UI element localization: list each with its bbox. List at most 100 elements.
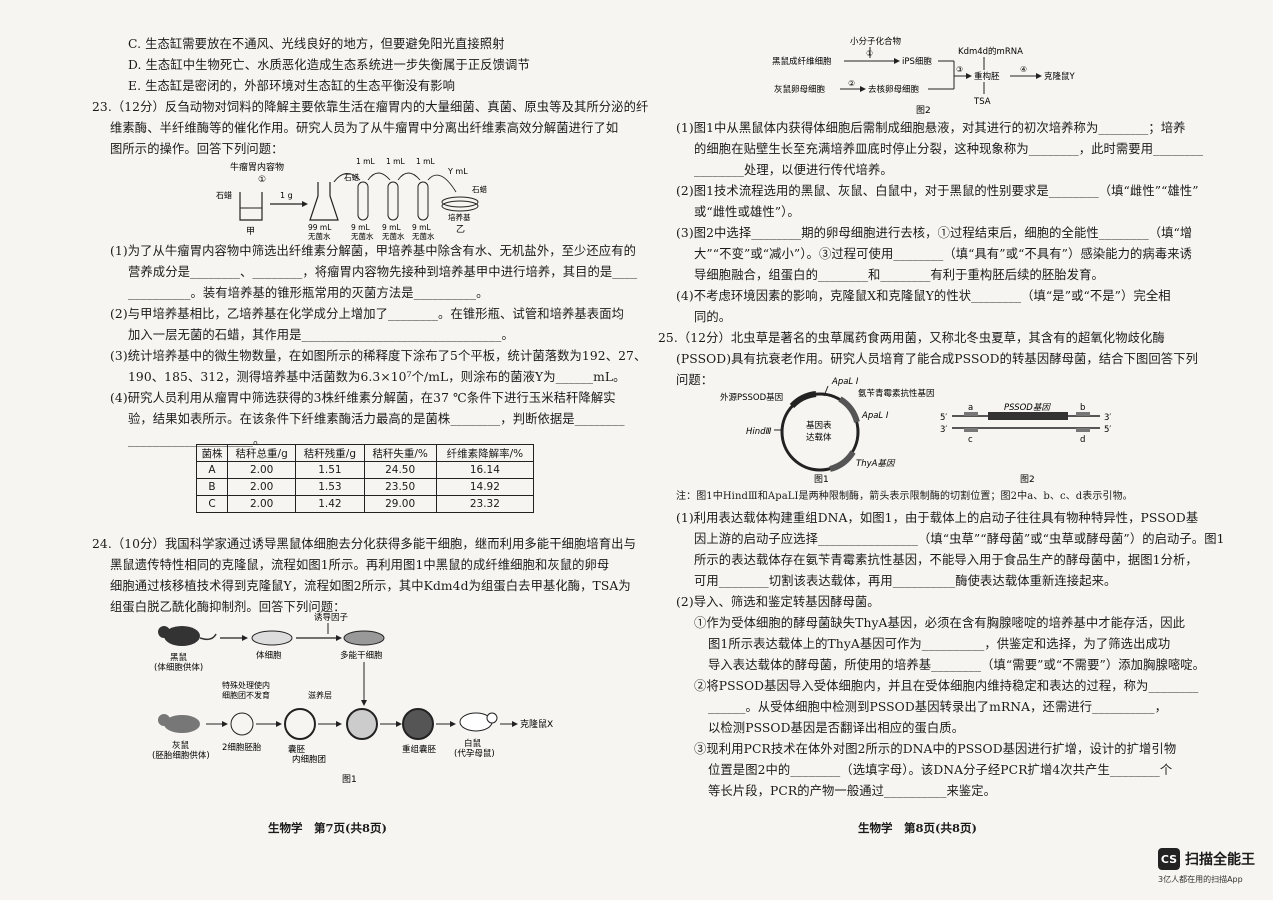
app-name: 扫描全能王 [1185, 852, 1255, 868]
pluripotent-dish-icon [343, 630, 385, 646]
fig23-sterile-4: 无菌水 [412, 231, 435, 240]
beaker-jia [239, 192, 263, 221]
table-cell: C [195, 495, 229, 513]
q23-sub4-2: 验，结果如表所示。在该条件下纤维素酶活力最高的是菌株________，判断依据是… [128, 412, 625, 426]
fig25-external-gene: 外源PSSOD基因 [720, 392, 783, 403]
camscanner-watermark: CS 扫描全能王 3亿人都在用的扫描App [1158, 848, 1255, 885]
white-mouse-icon [459, 712, 498, 732]
table-row: C 2.00 1.42 29.00 23.32 [195, 495, 535, 513]
left-page-footer: 生物学 第7页(共8页) [268, 821, 387, 835]
table-row: B 2.00 1.53 23.50 14.92 [195, 478, 535, 496]
q24-figure-1: 黑鼠 (体细胞供体) 体细胞 诱导因子 多能干细胞 灰鼠 (胚胎细胞供体) 特殊… [152, 612, 553, 785]
q23-stem-2: 维素酶、半纤维酶等的催化作用。研究人员为了从牛瘤胃中分离出纤维素高效分解菌进行了… [110, 121, 619, 135]
fig2-fibroblast: 黑鼠成纤维细胞 [772, 56, 832, 67]
fig2-clone-y: 克隆鼠Y [1044, 71, 1076, 82]
fig25-3p-bottom: 3′ [940, 425, 947, 435]
table-cell: 16.14 [435, 461, 535, 479]
q23-figure: 牛瘤胃内容物 ① 石蜡 甲 1 g 99 mL 无菌水 石蜡 1 mL 1 mL… [216, 157, 487, 240]
fig2-tsa: TSA [973, 97, 991, 107]
fig23-water9-1: 9 mL [351, 223, 370, 232]
fig24-clone-x: 克隆鼠X [520, 718, 553, 730]
fig25-vector-1: 基因表 [806, 420, 832, 431]
fig2-step3: ③ [956, 65, 963, 74]
fig23-one-g: 1 g [280, 191, 293, 200]
fig23-label-yi: 乙 [456, 224, 465, 235]
q25-figure-note: 注：图1中HindⅢ和ApaLⅠ是两种限制酶，箭头表示限制酶的切割位置；图2中a… [676, 491, 1133, 502]
fig25-caption-1: 图1 [814, 474, 829, 484]
table-cell: 23.32 [435, 495, 535, 513]
q23-sub4-3: ____________________。 [128, 433, 266, 447]
q24-sub2-2: 或“雌性或雄性”）。 [694, 205, 800, 219]
q25-stem-1: 25.（12分）北虫草是著名的虫草属药食两用菌，又称北冬虫夏草，其含有的超氧化物… [658, 331, 1165, 345]
option-d: D. 生态缸中生物死亡、水质恶化造成生态系统进一步失衡属于正反馈调节 [128, 58, 530, 72]
q25-sub2-2c: 以检测PSSOD基因是否翻译出相应的蛋白质。 [708, 721, 965, 735]
q25-sub2-2b: ______。从受体细胞中检测到PSSOD基因转录出了mRNA，还需进行____… [708, 700, 1168, 714]
q25-stem-2: (PSSOD)具有抗衰老作用。研究人员培育了能合成PSSOD的转基因酵母菌，结合… [676, 352, 1198, 366]
table-cell: 1.53 [295, 478, 365, 496]
fig25-primer-a: a [968, 403, 973, 413]
q25-sub1-2: 因上游的启动子应选择________________（填“虫草”“酵母菌”或“虫… [694, 532, 1225, 546]
fig2-step4: ④ [1020, 65, 1027, 74]
q24-figure-2: 小分子化合物 ① 黑鼠成纤维细胞 iPS细胞 Kdm4d的mRNA 灰鼠卵母细胞… [772, 36, 1076, 114]
fig24-pluripotent: 多能干细胞 [340, 650, 383, 661]
fig25-primer-d: d [1080, 435, 1085, 445]
fig24-inducer: 诱导因子 [314, 612, 349, 623]
fig24-gray-mouse-sub: (胚胎细胞供体) [152, 750, 210, 761]
pssod-gene-bar [988, 412, 1068, 420]
fig24-white-mouse: 白鼠 [464, 738, 482, 749]
table-cell: 14.92 [435, 478, 535, 496]
option-c: C. 生态缸需要放在不通风、光线良好的地方，但要避免阳光直接照射 [128, 37, 505, 51]
right-page: 小分子化合物 ① 黑鼠成纤维细胞 iPS细胞 Kdm4d的mRNA 灰鼠卵母细胞… [636, 0, 1273, 900]
fig23-water-99: 99 mL [308, 223, 332, 232]
blastocyst-icon [284, 708, 316, 740]
fig25-thya: ThyA基因 [856, 458, 896, 469]
fig24-note-1: 特殊处理使内 [222, 680, 270, 690]
q23-sub1-1: (1)为了从牛瘤胃内容物中筛选出纤维素分解菌，甲培养基中除含有水、无机盐外，至少… [110, 244, 636, 258]
fig24-somatic: 体细胞 [256, 650, 282, 661]
fig25-apal-top: ApaL Ⅰ [831, 377, 859, 387]
q24-stem-4: 组蛋白脱乙酰化酶抑制剂。回答下列问题： [110, 600, 346, 614]
table-cell: A [195, 461, 229, 479]
table-cell: 1.51 [295, 461, 365, 479]
fig25-caption-2: 图2 [1020, 474, 1035, 484]
fig25-amp: 氨苄青霉素抗性基因 [858, 388, 935, 399]
q25-sub2-head: (2)导入、筛选和鉴定转基因酵母菌。 [676, 595, 880, 609]
q23-sub1-3: __________。装有培养基的锥形瓶常用的灭菌方法是__________。 [128, 286, 489, 300]
fig23-paraffin-3: 石蜡 [472, 184, 487, 194]
table-header-row: 菌株 秸秆总重/g 秸秆残重/g 秸秆失重/% 纤维素降解率/% [195, 444, 535, 462]
two-cell-embryo-icon [230, 712, 254, 736]
q23-sub2-1: (2)与甲培养基相比，乙培养基在化学成分上增加了________。在锥形瓶、试管… [110, 307, 624, 321]
q23-sub4-1: (4)研究人员利用从瘤胃中筛选获得的3株纤维素分解菌，在37 ℃条件下进行玉米秸… [110, 391, 616, 405]
fig24-icm: 内细胞团 [292, 754, 326, 765]
q25-sub2-2a: ②将PSSOD基因导入受体细胞内，并且在受体细胞内维持稳定和表达的过程，称为__… [694, 679, 1199, 693]
q25-sub1-3: 所示的表达载体存在氨苄青霉素抗性基因，不能导入用于食品生产的酵母菌中，据图1分析… [694, 553, 1198, 567]
left-page: C. 生态缸需要放在不通风、光线良好的地方，但要避免阳光直接照射 D. 生态缸中… [0, 0, 648, 900]
fig23-sterile-1: 无菌水 [308, 231, 331, 240]
app-tagline: 3亿人都在用的扫描App [1158, 875, 1243, 884]
fig2-caption: 图2 [916, 105, 931, 114]
fig24-white-mouse-sub: (代孕母鼠) [454, 748, 495, 759]
fig23-medium: 培养基 [448, 212, 471, 222]
fig23-content-label: 牛瘤胃内容物 [230, 161, 284, 173]
black-mouse-icon [158, 626, 217, 646]
fig23-y-ml: Y mL [447, 167, 468, 176]
q25-sub2-1b: 图1所示表达载体上的ThyA基因可作为__________，供鉴定和选择，为了筛… [708, 637, 1171, 651]
gray-mouse-icon [158, 714, 200, 733]
q23-sub1-2: 营养成分是________、________，将瘤胃内容物先接种到培养基甲中进行… [128, 265, 638, 279]
test-tubes [357, 181, 429, 221]
fig24-gray-mouse: 灰鼠 [172, 740, 190, 751]
table-header: 秸秆残重/g [295, 444, 365, 462]
table-cell: 2.00 [227, 495, 297, 513]
fig23-one-ml-2: 1 mL [386, 157, 405, 166]
q23-sub2-2: 加入一层无菌的石蜡，其作用是__________________________… [128, 328, 514, 342]
fig24-caption: 图1 [342, 774, 357, 785]
injected-blastocyst-icon [346, 708, 378, 740]
fig24-trophoblast: 滋养层 [308, 690, 332, 700]
right-page-footer: 生物学 第8页(共8页) [858, 821, 977, 835]
table-header: 秸秆失重/% [363, 444, 437, 462]
table-cell: 2.00 [227, 461, 297, 479]
q23-sub3-2: 190、185、312，测得培养基中活菌数为6.3×10⁷个/mL，则涂布的菌液… [128, 370, 626, 384]
q24-sub2-1: (2)图1技术流程选用的黑鼠、灰鼠、白鼠中，对于黑鼠的性别要求是________… [676, 184, 1199, 198]
fig23-one-ml-1: 1 mL [356, 157, 375, 166]
q24-stem-2: 黑鼠遗传特性相同的克隆鼠，流程如图1所示。再利用图1中黑鼠的成纤维细胞和灰鼠的卵… [110, 558, 610, 572]
